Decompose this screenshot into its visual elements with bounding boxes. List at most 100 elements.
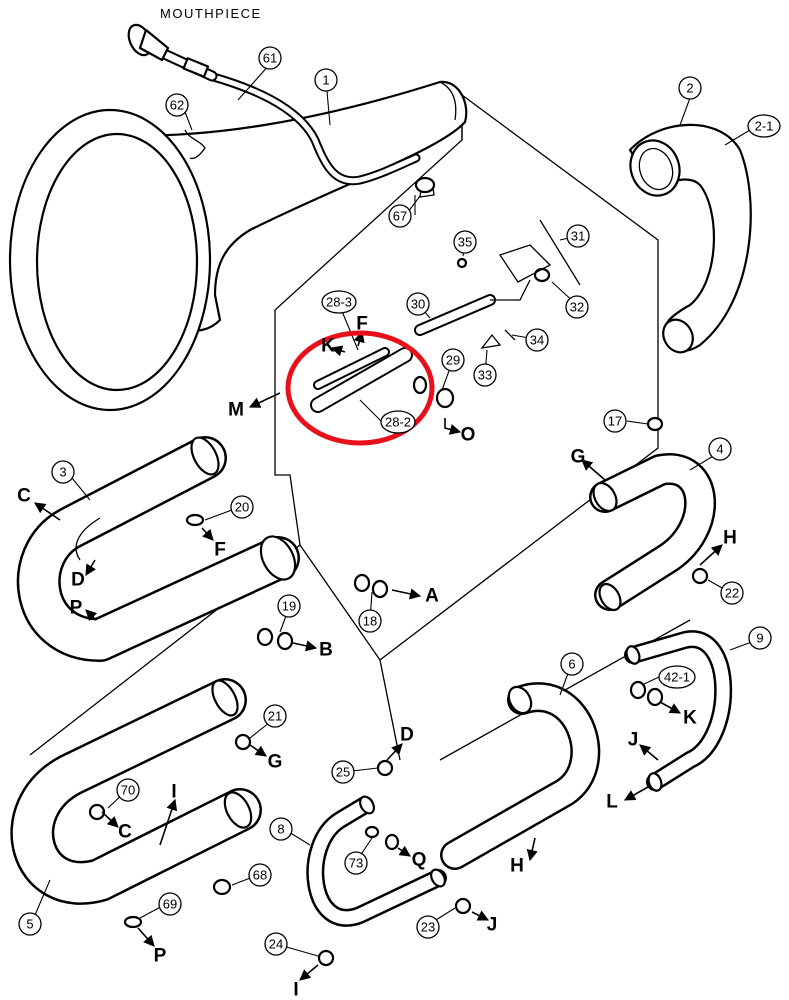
part-label: 29 xyxy=(441,348,465,372)
letter-label: A xyxy=(425,586,439,607)
part-label: 42-1 xyxy=(658,665,696,689)
letter-label: L xyxy=(606,792,618,813)
part-6-tube xyxy=(440,682,601,870)
part-label: 20 xyxy=(230,495,254,519)
part-label: 23 xyxy=(416,915,440,939)
letter-label: K xyxy=(321,336,335,357)
part-number-labels: 1 2 2-1 3 4 5 6 8 9 17 18 19 20 21 22 23… xyxy=(18,46,781,956)
svg-text:2-1: 2-1 xyxy=(755,119,774,134)
svg-text:28-2: 28-2 xyxy=(385,415,411,430)
svg-text:34: 34 xyxy=(530,333,544,348)
svg-text:67: 67 xyxy=(393,209,407,224)
part-label: 61 xyxy=(258,46,282,70)
part-label: 34 xyxy=(525,328,549,352)
part-label: 6 xyxy=(560,652,584,676)
letter-label: I xyxy=(171,782,176,803)
part-label: 35 xyxy=(453,230,477,254)
svg-text:4: 4 xyxy=(716,442,723,457)
svg-text:9: 9 xyxy=(756,631,763,646)
letter-label: C xyxy=(17,486,31,507)
letter-label: C xyxy=(118,822,132,843)
part-label: 28-2 xyxy=(380,410,416,434)
svg-text:70: 70 xyxy=(121,783,135,798)
part-label: 9 xyxy=(748,626,772,650)
part-label: 30 xyxy=(406,292,430,316)
part-label: 73 xyxy=(344,851,368,875)
part-label: 62 xyxy=(165,93,189,117)
svg-text:3: 3 xyxy=(59,465,66,480)
svg-text:25: 25 xyxy=(336,765,350,780)
svg-text:21: 21 xyxy=(268,709,282,724)
letter-label: I xyxy=(293,980,298,1000)
svg-text:24: 24 xyxy=(269,937,283,952)
letter-label: G xyxy=(268,752,283,773)
connection-letters: A B C C D D F F G G H H I I J J K K L M … xyxy=(17,314,737,1000)
svg-text:61: 61 xyxy=(263,51,277,66)
part-label: 68 xyxy=(248,863,272,887)
letter-label: H xyxy=(723,528,737,549)
letter-label: P xyxy=(154,946,167,967)
part-8-tube xyxy=(306,795,447,927)
svg-text:23: 23 xyxy=(421,920,435,935)
letter-label: M xyxy=(228,400,244,421)
svg-text:5: 5 xyxy=(26,917,33,932)
part-label: 17 xyxy=(603,409,627,433)
letter-label: H xyxy=(510,856,524,877)
svg-text:68: 68 xyxy=(253,868,267,883)
letter-label: Q xyxy=(412,850,427,871)
svg-text:33: 33 xyxy=(478,368,492,383)
part-label: 18 xyxy=(358,609,382,633)
letter-label: F xyxy=(356,314,368,335)
elbow-section xyxy=(628,123,752,354)
part-label: 1 xyxy=(314,68,338,92)
letter-label: F xyxy=(214,540,226,561)
svg-text:42-1: 42-1 xyxy=(664,670,690,685)
letter-label: D xyxy=(71,570,85,591)
connection-arrows xyxy=(34,330,723,981)
letter-label: G xyxy=(571,447,586,468)
svg-text:29: 29 xyxy=(446,353,460,368)
svg-text:69: 69 xyxy=(163,897,177,912)
part-label: 4 xyxy=(708,437,732,461)
svg-text:35: 35 xyxy=(458,235,472,250)
part-label: 24 xyxy=(264,932,288,956)
svg-text:31: 31 xyxy=(571,229,585,244)
part-label: 70 xyxy=(116,778,140,802)
part-label: 67 xyxy=(388,204,412,228)
svg-text:8: 8 xyxy=(277,822,284,837)
mouthpipe xyxy=(127,23,421,186)
part-label: 2-1 xyxy=(747,114,781,138)
svg-text:30: 30 xyxy=(411,297,425,312)
letter-label: J xyxy=(628,730,639,751)
svg-text:1: 1 xyxy=(322,73,329,88)
part-label: 25 xyxy=(331,760,355,784)
letter-label: D xyxy=(400,725,414,746)
highlight-circle xyxy=(285,330,435,446)
part-4-tube xyxy=(589,453,716,612)
svg-text:22: 22 xyxy=(725,586,739,601)
part-label: 3 xyxy=(51,460,75,484)
letter-label: J xyxy=(487,915,498,936)
part-label: 19 xyxy=(277,594,301,618)
svg-text:32: 32 xyxy=(570,300,584,315)
part-label: 32 xyxy=(565,295,589,319)
title-mouthpiece: MOUTHPIECE xyxy=(160,6,262,21)
part-label: 8 xyxy=(269,817,293,841)
part-9-tube xyxy=(624,630,733,792)
svg-text:19: 19 xyxy=(282,599,296,614)
part-label: 2 xyxy=(678,76,702,100)
letter-label: B xyxy=(319,640,333,661)
svg-text:28-3: 28-3 xyxy=(326,295,352,310)
part-label: 5 xyxy=(18,912,42,936)
bell-section xyxy=(8,80,468,412)
svg-text:2: 2 xyxy=(686,81,693,96)
svg-text:18: 18 xyxy=(363,614,377,629)
svg-text:17: 17 xyxy=(608,414,622,429)
part-5-tube xyxy=(10,678,262,905)
svg-text:20: 20 xyxy=(235,500,249,515)
part-label: 28-3 xyxy=(321,290,357,314)
svg-text:62: 62 xyxy=(170,98,184,113)
part-label: 21 xyxy=(263,704,287,728)
part-label: 69 xyxy=(158,892,182,916)
